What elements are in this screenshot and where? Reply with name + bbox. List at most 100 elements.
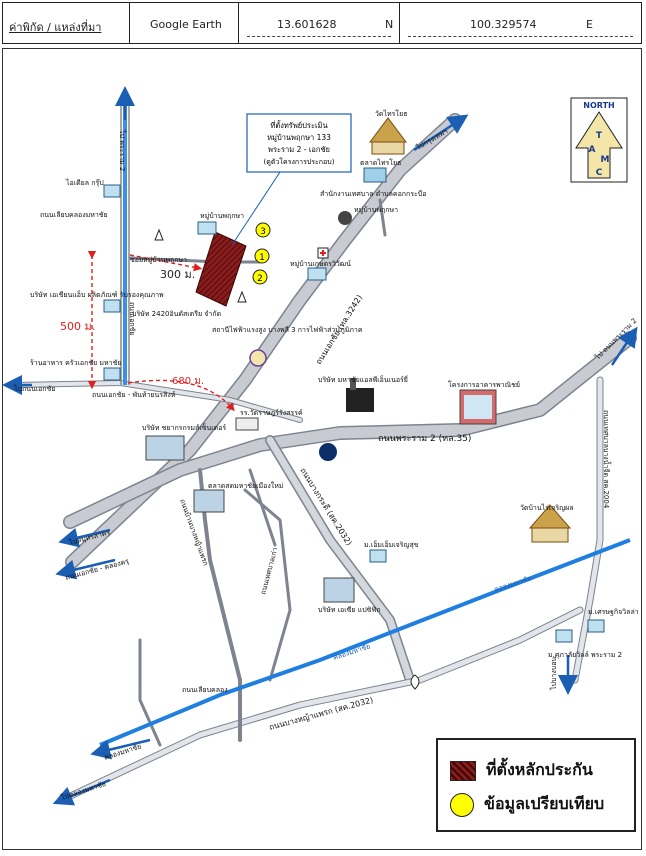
gas-station-icon xyxy=(145,435,185,461)
label-to-kanchanaphisek: ไปบางบอน xyxy=(549,657,558,691)
longitude-value: 100.329574 xyxy=(470,18,537,31)
house-icon-6 xyxy=(369,549,387,563)
direction-arrows xyxy=(2,86,638,806)
label-market: ตลาดสดมหาชัยเมืองใหม่ xyxy=(208,481,283,490)
emblem-icon xyxy=(319,443,337,461)
compass-letter-m: M xyxy=(601,155,610,165)
comparison-markers: 1 2 3 xyxy=(252,222,271,285)
label-nakhon-village: หมู่บ้านพฤกษา xyxy=(354,206,398,214)
market-icon xyxy=(193,489,225,513)
label-village-n: หมู่บ้านพฤกษา xyxy=(200,212,244,220)
compare-marker-2-label: 2 xyxy=(257,274,263,284)
legend-site-swatch xyxy=(450,760,476,781)
legend-compare-label: ข้อมูลเปรียบเทียบ xyxy=(484,794,605,813)
latitude-value: 13.601628 xyxy=(277,18,337,31)
label-factory: บริษัท มหาชัยแอลพีเอ็นเนอร์ยี่ xyxy=(318,375,408,384)
label-soi-pruksa: ซอยหมู่บ้านพฤกษา xyxy=(130,256,187,264)
latitude-cell: 13.601628 N xyxy=(239,3,400,43)
compare-marker-1-label: 1 xyxy=(259,253,265,263)
legend-site-row: ที่ตั้งหลักประกัน xyxy=(450,758,593,783)
house-icon-8 xyxy=(555,629,573,643)
label-house3: ม.ศุภาลัยวิลล์ พระราม 2 xyxy=(548,651,622,659)
school-icon xyxy=(235,417,259,431)
road-right-vertical xyxy=(571,376,604,684)
label-school: รร.วัดราษฎร์รังสรรค์ xyxy=(240,409,303,417)
factory-icon xyxy=(346,378,374,412)
compass-arrow-icon xyxy=(575,111,623,179)
temple-icon xyxy=(369,117,407,155)
label-substation: สถานีไฟฟ้าแรงสูง บางพลี 3 การไฟฟ้าส่วนภู… xyxy=(212,325,363,334)
building-icons xyxy=(103,117,605,690)
label-office-tambon: สำนักงานเทศบาล ตำบลคอกกระบือ xyxy=(320,190,426,198)
callout-line-1: ที่ตั้งทรัพย์ประเมิน xyxy=(270,120,327,130)
longitude-cell: 100.329574 E xyxy=(400,3,641,43)
label-to-ekkachai: ไปถนนเอกชัย xyxy=(13,384,55,393)
latitude-hemisphere: N xyxy=(385,18,394,31)
source-value: Google Earth xyxy=(150,18,222,31)
coordinate-header: ค่าพิกัด / แหล่งที่มา Google Earth 13.60… xyxy=(2,2,642,44)
compass-letter-a: A xyxy=(589,145,596,155)
pylon-icon-2 xyxy=(237,290,247,303)
house-icon-1 xyxy=(307,267,327,281)
label-company2: บริษัท เอเชียนแอ็บ ผลิตภัณฑ์ รับรองคุณภา… xyxy=(30,290,164,299)
label-wat-chai-market: ตลาดไทรโยธ xyxy=(360,158,401,167)
label-company1: ไอเดียล กรุ๊ป xyxy=(65,178,104,187)
compare-marker-1 xyxy=(254,248,270,264)
legend-site-label: ที่ตั้งหลักประกัน xyxy=(486,760,593,779)
latitude-dash xyxy=(247,36,391,37)
distance-500-label: 500 ม. xyxy=(60,320,95,333)
office-building-icon xyxy=(459,389,497,425)
compass-letter-t: T xyxy=(596,131,603,141)
location-pin-icon xyxy=(410,674,420,690)
tower-icon xyxy=(249,349,267,367)
label-office-building: โครงการอาคารพาณิชย์ xyxy=(448,380,520,389)
longitude-hemisphere: E xyxy=(586,18,593,31)
distance-arrows xyxy=(87,250,235,412)
label-klong: ถนนเลียบคลองมหาชัย xyxy=(40,211,108,219)
callout-line-4: (ดูตัวโครงการประกอบ) xyxy=(264,157,335,166)
label-shop1: ร้านอาหาร ครัวเอกชัย มหาชัย xyxy=(30,359,121,367)
roads-layer xyxy=(11,113,637,804)
label-company-bottom: บริษัท เอเซีย แปซิฟิก xyxy=(318,606,381,614)
label-left-top-vertical: ไป พระราม 2 xyxy=(118,129,127,171)
map-frame xyxy=(2,48,642,850)
legend-compare-swatch xyxy=(450,792,474,817)
pylon-icon-1 xyxy=(154,228,164,241)
longitude-dash xyxy=(408,36,633,37)
house-icon-7 xyxy=(587,619,605,633)
callout-line-2: หมู่บ้านพฤกษา 133 xyxy=(267,133,331,142)
compare-marker-2 xyxy=(252,269,268,285)
callout-box: ที่ตั้งทรัพย์ประเมิน หมู่บ้านพฤกษา 133 พ… xyxy=(231,113,352,246)
distance-680-label: 680 ม. xyxy=(172,376,204,387)
label-left-vertical-2: ถนนเอกชัย xyxy=(128,302,136,336)
label-house1: ม.เอ็มเอ็มเจริญสุข xyxy=(364,540,419,549)
label-soi-ekkachai: ถนนเอกชัย - พันท้ายนรสิงห์ xyxy=(92,391,176,399)
source-cell: Google Earth xyxy=(130,3,239,43)
label-canal-mid: คลองมหาชัย xyxy=(493,574,532,594)
coordinate-label: ค่าพิกัด / แหล่งที่มา xyxy=(9,21,102,34)
label-local1: ถนนเลียบคลอง xyxy=(182,686,228,694)
building-icon xyxy=(363,167,387,183)
label-canal-bottom: คลองมหาชัย xyxy=(332,642,371,662)
temple-icon-2 xyxy=(528,504,572,543)
label-to-bottom-left: ไปคลองมหาชัย xyxy=(59,779,107,802)
label-village-ne: หมู่บ้านเกษตรวิวัฒน์ xyxy=(290,260,351,268)
warehouse-icon xyxy=(323,577,355,603)
label-bangchak: บริษัท ชยากรกรมส์เซ็นเตอร์ xyxy=(142,423,226,432)
label-house2: ม.เศรษฐกิจวิลล่า xyxy=(588,608,639,616)
compass-title: NORTH xyxy=(583,101,614,110)
house-icon-3 xyxy=(103,184,121,198)
callout-line-3: พระราม 2 - เอกชัย xyxy=(268,145,330,154)
hospital-icon xyxy=(317,247,329,259)
coordinate-label-cell: ค่าพิกัด / แหล่งที่มา xyxy=(3,3,130,43)
distance-300-label: 300 ม. xyxy=(160,268,195,281)
compass-box: NORTH T A M C xyxy=(570,97,628,183)
place-labels: วัดไทรโยธ ตลาดไทรโยธ สำนักงานเทศบาล ตำบล… xyxy=(30,109,639,659)
house-icon-4 xyxy=(103,299,121,313)
label-company3: บริษัท 2420อินดัสเตรีย จำกัด xyxy=(132,310,221,318)
legend-compare-row: ข้อมูลเปรียบเทียบ xyxy=(450,792,604,817)
compare-marker-3 xyxy=(255,222,271,238)
compass-letter-c: C xyxy=(596,168,603,178)
